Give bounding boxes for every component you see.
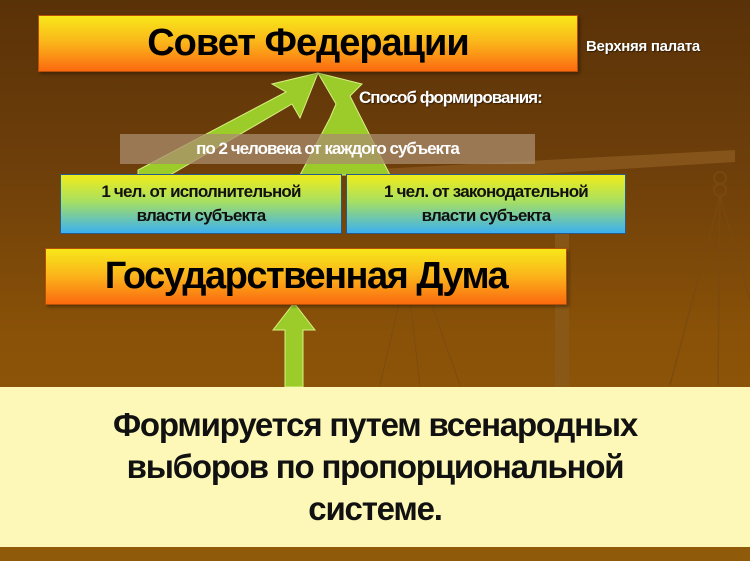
state-duma-box: Государственная Дума <box>45 248 567 305</box>
arrow-up-icon <box>271 302 317 388</box>
formation-line1: Формируется путем всенародных <box>112 406 638 443</box>
federation-council-title: Совет Федерации <box>147 22 470 64</box>
duma-formation-panel: Формируется путем всенародных выборов по… <box>0 387 750 547</box>
executive-line1: 1 чел. от исполнительной <box>101 182 301 201</box>
formation-line3: системе. <box>308 490 443 527</box>
composition-box: по 2 человека от каждого субъекта <box>120 134 535 164</box>
formation-line2: выборов по пропорциональной <box>126 448 625 485</box>
formation-method-label: Способ формирования: <box>359 88 543 107</box>
legislative-line2: власти субъекта <box>421 206 552 225</box>
upper-chamber-label: Верхняя палата <box>586 38 700 55</box>
federation-council-box: Совет Федерации <box>38 15 578 72</box>
composition-text: по 2 человека от каждого субъекта <box>196 139 460 158</box>
legislative-line1: 1 чел. от законодательной <box>384 182 589 201</box>
executive-line2: власти субъекта <box>136 206 267 225</box>
legislative-branch-box: 1 чел. от законодательной власти субъект… <box>346 174 626 234</box>
executive-branch-box: 1 чел. от исполнительной власти субъекта <box>60 174 342 234</box>
state-duma-title: Государственная Дума <box>104 255 509 297</box>
